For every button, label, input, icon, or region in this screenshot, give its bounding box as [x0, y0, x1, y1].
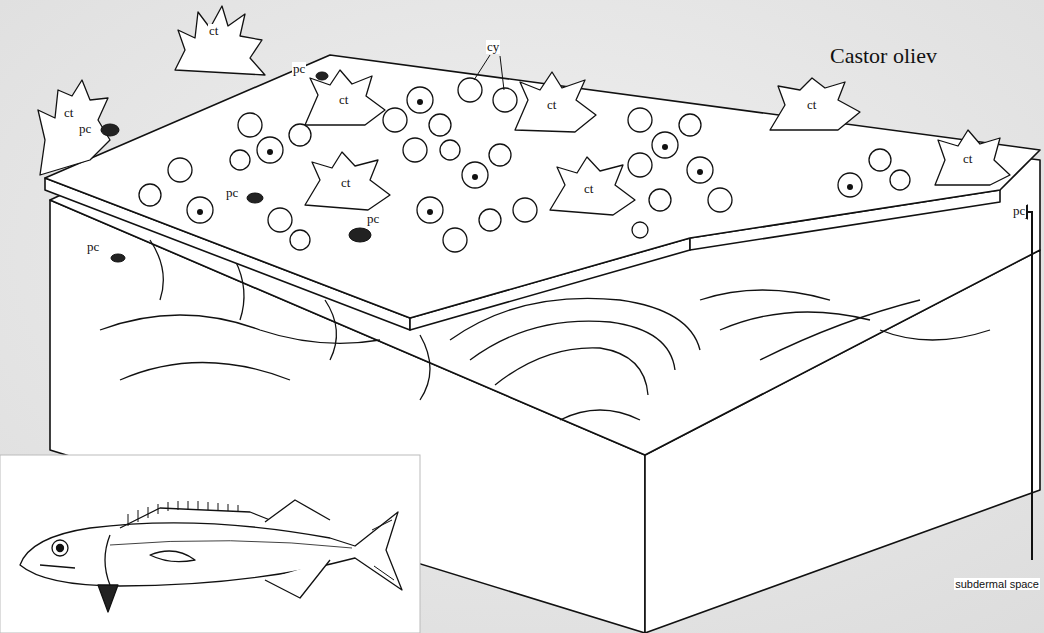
- pigment-cells: [101, 72, 371, 262]
- part-label: ct: [340, 176, 351, 190]
- leader-lines: [474, 55, 504, 90]
- part-label: ct: [806, 98, 817, 112]
- part-label: ct: [338, 93, 349, 107]
- fish-inset: [0, 455, 420, 633]
- part-label: pc: [1012, 204, 1026, 218]
- cell-nuclei: [197, 99, 853, 215]
- structure-label: subdermal space: [954, 578, 1040, 590]
- epidermis-plate: [45, 55, 1040, 330]
- part-label: pc: [225, 186, 239, 200]
- epithelial-cells: [139, 78, 910, 252]
- part-label: pc: [86, 240, 100, 254]
- connective-tissue-cells: [38, 6, 1010, 215]
- species-label: Castor oliev: [829, 44, 938, 68]
- part-label: pc: [78, 122, 92, 136]
- part-label: ct: [583, 182, 594, 196]
- part-label: ct: [63, 106, 74, 120]
- part-label: pc: [366, 212, 380, 226]
- part-label: ct: [208, 24, 219, 38]
- part-label: pc: [292, 62, 306, 76]
- part-label: ct: [962, 152, 973, 166]
- part-label: ct: [546, 98, 557, 112]
- part-label: cy: [486, 40, 500, 54]
- pointer-arrow: [1014, 212, 1032, 560]
